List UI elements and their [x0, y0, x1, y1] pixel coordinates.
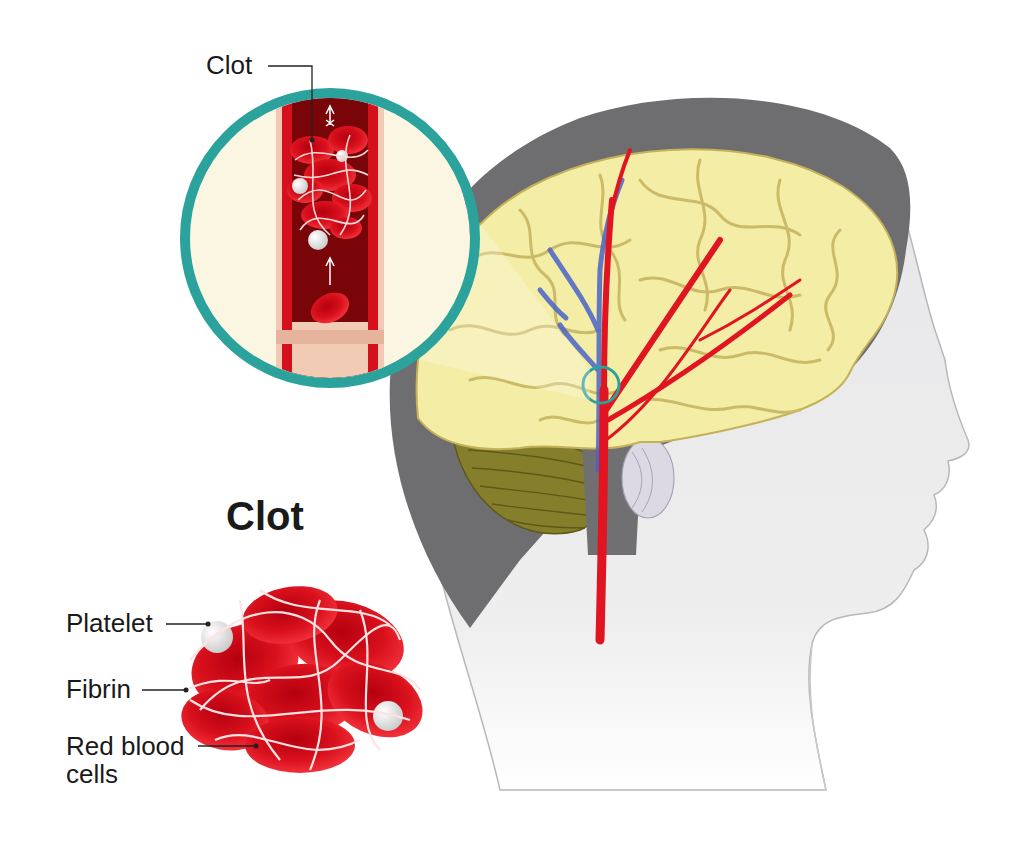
leader-dots	[184, 138, 315, 749]
leader-lines	[142, 66, 312, 746]
magnifier-ring	[185, 93, 475, 383]
magnified-vessel	[180, 90, 480, 392]
artery	[600, 150, 800, 640]
brain	[417, 149, 898, 449]
diagram-title: Clot	[226, 494, 304, 538]
part-label: Fibrin	[66, 675, 131, 703]
part-label: Red blood cells	[66, 732, 206, 788]
pons-lines	[632, 448, 653, 512]
part-label: Platelet	[66, 609, 153, 637]
cerebellum-folds	[468, 450, 598, 528]
pons	[622, 438, 674, 518]
callout-label: Clot	[206, 51, 252, 79]
neck-line	[810, 644, 826, 790]
clot-detail	[176, 579, 434, 773]
skull	[390, 98, 911, 628]
